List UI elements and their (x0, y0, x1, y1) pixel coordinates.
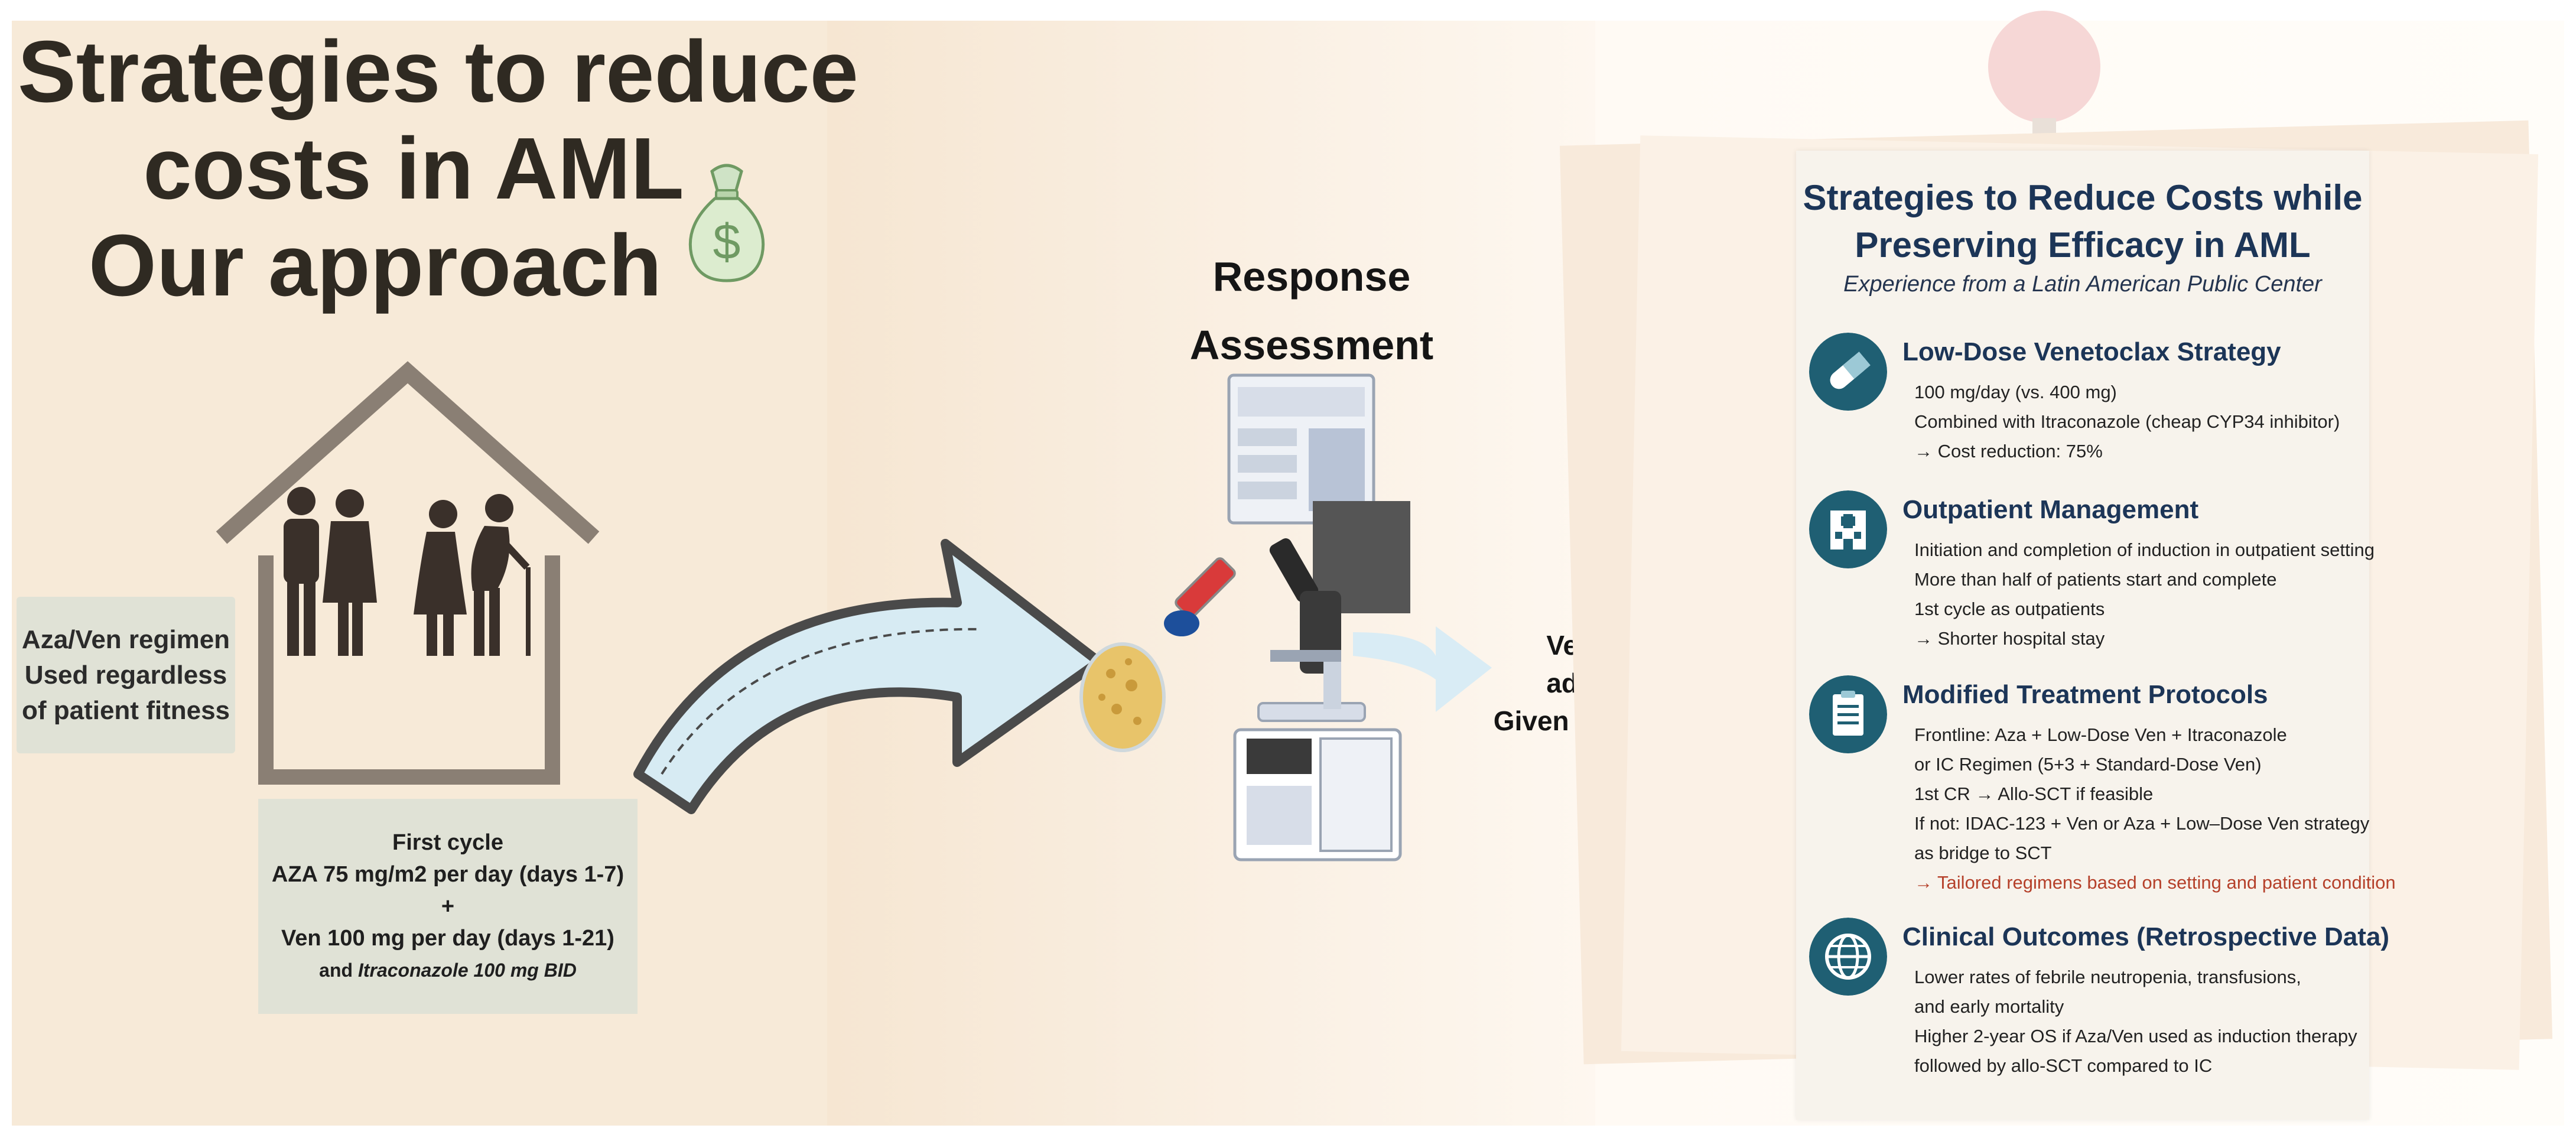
light-blue-arrow (1353, 626, 1492, 712)
section-3-lines: Frontline: Aza + Low-Dose Ven + Itracona… (1914, 720, 2396, 898)
hospital-icon (1809, 490, 1887, 568)
money-bag-symbol: $ (713, 214, 741, 269)
microscope-icon (1257, 538, 1366, 722)
card-title-line-1: Strategies to Reduce Costs while (1803, 178, 2363, 217)
money-bag-icon: $ (688, 164, 765, 282)
card-subtitle: Experience from a Latin American Public … (1843, 272, 2322, 297)
section-2-line-1: Initiation and completion of induction i… (1914, 539, 2375, 560)
cycle-line-1: First cycle (392, 830, 503, 855)
section-outpatient-management: Outpatient Management Initiation and com… (1808, 490, 2375, 656)
section-4-line-3: Higher 2-year OS if Aza/Ven used as indu… (1914, 1026, 2357, 1046)
section-4-line-2: and early mortality (1914, 996, 2064, 1017)
section-4-heading: Clinical Outcomes (Retrospective Data) (1902, 922, 2390, 951)
clipboard-icon (1809, 675, 1887, 753)
section-2-lines: Initiation and completion of induction i… (1914, 535, 2375, 653)
title-line-3: Our approach (88, 217, 662, 314)
response-assessment-title: Response Assessment (1123, 242, 1501, 379)
first-cycle-box: First cycle AZA 75 mg/m2 per day (days 1… (258, 799, 638, 1014)
section-low-dose-venetoclax: Low-Dose Venetoclax Strategy 100 mg/day … (1808, 333, 2375, 480)
title-line-1: Strategies to reduce (18, 23, 858, 121)
pin-head (1988, 11, 2100, 123)
cycle-line-5-italic: Itraconazole 100 mg BID (357, 960, 577, 981)
lab-analyzer-icon (1227, 373, 1375, 525)
main-title: Strategies to reduce costs in AML Our ap… (18, 23, 858, 314)
cycle-line-5-prefix: and (319, 960, 358, 981)
response-title-line-2: Assessment (1189, 322, 1434, 368)
globe-icon (1809, 918, 1887, 996)
section-3-line-4: If not: IDAC-123 + Ven or Aza + Low–Dose… (1914, 813, 2370, 834)
sequencer-device-icon (1233, 728, 1402, 861)
section-1-heading: Low-Dose Venetoclax Strategy (1902, 337, 2281, 366)
section-2-line-3: 1st cycle as outpatients (1914, 599, 2105, 619)
section-2-line-2: More than half of patients start and com… (1914, 569, 2277, 590)
house-illustration (216, 361, 600, 785)
section-1-line-1: 100 mg/day (vs. 400 mg) (1914, 382, 2117, 402)
info-card (1796, 151, 2369, 1120)
section-3-line-3: 1st CR → Allo-SCT if feasible (1914, 783, 2154, 804)
cycle-line-5: and Itraconazole 100 mg BID (319, 954, 577, 986)
response-title-line-1: Response (1212, 253, 1411, 300)
section-3-line-1: Frontline: Aza + Low-Dose Ven + Itracona… (1914, 724, 2287, 745)
section-3-heading: Modified Treatment Protocols (1902, 680, 2268, 709)
section-2-line-4: → Shorter hospital stay (1914, 628, 2105, 649)
section-clinical-outcomes: Clinical Outcomes (Retrospective Data) L… (1808, 918, 2389, 1095)
family-people-icon (284, 487, 531, 656)
syringe-icon (1164, 557, 1236, 636)
section-2-heading: Outpatient Management (1902, 495, 2199, 524)
regimen-note-line-1: Aza/Ven regimen (21, 625, 230, 654)
regimen-note-line-2: Used regardless (24, 660, 227, 690)
section-3-accent-line: → Tailored regimens based on setting and… (1914, 872, 2396, 893)
section-3-line-5: as bridge to SCT (1914, 843, 2052, 863)
cycle-line-2: AZA 75 mg/m2 per day (days 1-7) (271, 862, 625, 887)
section-modified-protocols: Modified Treatment Protocols Frontline: … (1808, 675, 2396, 900)
card-title: Strategies to Reduce Costs while Preserv… (1796, 174, 2369, 269)
section-1-line-2: Combined with Itraconazole (cheap CYP34 … (1914, 411, 2340, 432)
section-1-lines: 100 mg/day (vs. 400 mg) Combined with It… (1914, 378, 2340, 466)
section-1-line-3: → Cost reduction: 75% (1914, 441, 2103, 461)
section-4-line-1: Lower rates of febrile neutropenia, tran… (1914, 967, 2301, 987)
bone-marrow-sample-icon (1079, 642, 1166, 752)
title-line-2: costs in AML (143, 120, 684, 217)
regimen-note-line-3: of patient fitness (21, 695, 230, 725)
cycle-line-4: Ven 100 mg per day (days 1-21) (281, 926, 614, 951)
section-4-lines: Lower rates of febrile neutropenia, tran… (1914, 963, 2357, 1081)
pill-icon (1809, 333, 1887, 411)
card-title-line-2: Preserving Efficacy in AML (1855, 225, 2311, 265)
section-3-line-2: or IC Regimen (5+3 + Standard-Dose Ven) (1914, 754, 2262, 775)
cycle-line-3: + (441, 894, 455, 919)
regimen-note-box: Aza/Ven regimen Used regardless of patie… (17, 597, 235, 753)
section-4-line-4: followed by allo-SCT compared to IC (1914, 1055, 2213, 1076)
big-curved-arrow (633, 539, 1104, 814)
